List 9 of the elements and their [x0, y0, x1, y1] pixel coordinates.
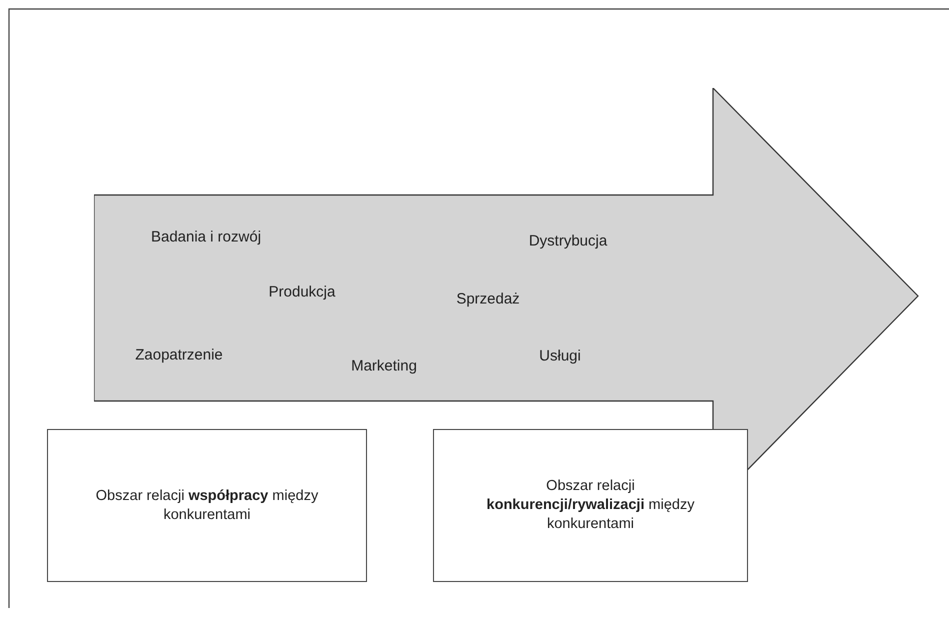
activity-label: Sprzedaż: [456, 290, 520, 308]
activity-label: Usługi: [539, 348, 581, 364]
activity-label: Dystrybucja: [528, 232, 608, 250]
text-box: Obszar relacji konkurencji/rywalizacji między konkurentami: [433, 429, 748, 582]
activity-label: Zaopatrzenie: [135, 346, 223, 364]
activity-label: Produkcja: [268, 284, 336, 300]
activity-label: Marketing: [351, 358, 417, 374]
activity-label: Badania i rozwój: [150, 228, 262, 246]
text-box: Obszar relacji współpracy między konkurentami: [47, 429, 367, 582]
